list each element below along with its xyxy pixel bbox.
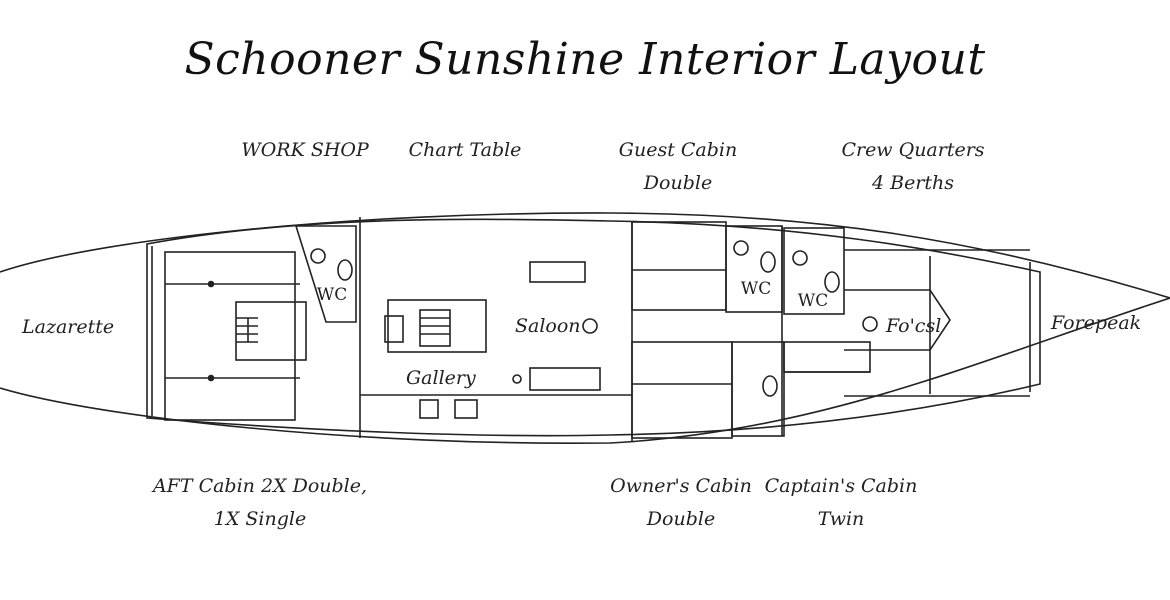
wc-label-1: WC bbox=[317, 285, 347, 305]
label-gallery: Gallery bbox=[406, 367, 476, 389]
galley-sink bbox=[419, 399, 439, 419]
wc-toilet-4 bbox=[762, 375, 778, 397]
label-owners-cabin: Owner's Cabin Double bbox=[610, 470, 752, 536]
wc-label-3: WC bbox=[798, 291, 828, 311]
focsl-area bbox=[844, 289, 951, 351]
wc-basin-3 bbox=[792, 250, 808, 266]
wc-toilet-3 bbox=[824, 271, 840, 293]
post-1 bbox=[207, 280, 215, 288]
label-captains-cabin-type: Twin bbox=[817, 508, 865, 530]
saloon-mast bbox=[582, 318, 598, 334]
wc-basin-2 bbox=[733, 240, 749, 256]
galley-stair bbox=[419, 309, 451, 347]
label-owners-cabin-type: Double bbox=[646, 508, 716, 530]
label-crew-quarters: Crew Quarters 4 Berths bbox=[841, 134, 984, 200]
label-saloon: Saloon bbox=[515, 315, 581, 337]
label-aft-cabin: AFT Cabin 2X Double, 1X Single bbox=[153, 470, 367, 536]
chart-table-block bbox=[387, 299, 487, 353]
label-work-shop: WORK SHOP bbox=[241, 139, 369, 161]
label-owners-cabin-name: Owner's Cabin bbox=[610, 475, 752, 497]
label-guest-cabin: Guest Cabin Double bbox=[619, 134, 737, 200]
label-captains-cabin: Captain's Cabin Twin bbox=[765, 470, 918, 536]
captains-berth bbox=[783, 341, 871, 373]
label-forepeak: Forepeak bbox=[1050, 312, 1141, 334]
label-captains-cabin-name: Captain's Cabin bbox=[764, 475, 918, 497]
label-guest-cabin-type: Double bbox=[643, 172, 713, 194]
owners-cabin-area bbox=[631, 341, 733, 439]
hull-outer bbox=[0, 212, 1170, 445]
hull-inner bbox=[146, 218, 1041, 437]
label-focsl: Fo'csl bbox=[885, 315, 941, 337]
owners-wc bbox=[731, 341, 785, 437]
aft-cabin-area bbox=[164, 251, 296, 421]
label-aft-cabin-line2: 1X Single bbox=[213, 508, 307, 530]
label-crew-berths: 4 Berths bbox=[871, 172, 955, 194]
wc-label-2: WC bbox=[741, 279, 771, 299]
crew-wc bbox=[783, 227, 845, 315]
wc-toilet-2 bbox=[760, 251, 776, 273]
label-lazarette: Lazarette bbox=[21, 316, 114, 338]
diagram-title: Schooner Sunshine Interior Layout bbox=[184, 34, 986, 85]
galley-box bbox=[384, 315, 404, 343]
aft-companionway bbox=[235, 301, 307, 361]
focsl-mast bbox=[862, 316, 878, 332]
label-chart-table: Chart Table bbox=[408, 139, 522, 161]
workshop-wc bbox=[294, 225, 357, 323]
saloon-table-upper bbox=[529, 261, 586, 283]
guest-wc bbox=[725, 225, 783, 313]
label-guest-cabin-name: Guest Cabin bbox=[618, 139, 738, 161]
galley-mast-fitting bbox=[512, 374, 522, 384]
saloon-table-lower bbox=[529, 367, 601, 391]
wc-basin-1 bbox=[310, 248, 326, 264]
guest-cabin-area bbox=[631, 221, 727, 311]
label-crew-quarters-name: Crew Quarters bbox=[841, 139, 985, 161]
wc-toilet-1 bbox=[337, 259, 353, 281]
post-2 bbox=[207, 374, 215, 382]
galley-stove bbox=[454, 399, 478, 419]
label-aft-cabin-line1: AFT Cabin 2X Double, bbox=[152, 475, 368, 497]
hull-outline bbox=[0, 212, 1170, 445]
